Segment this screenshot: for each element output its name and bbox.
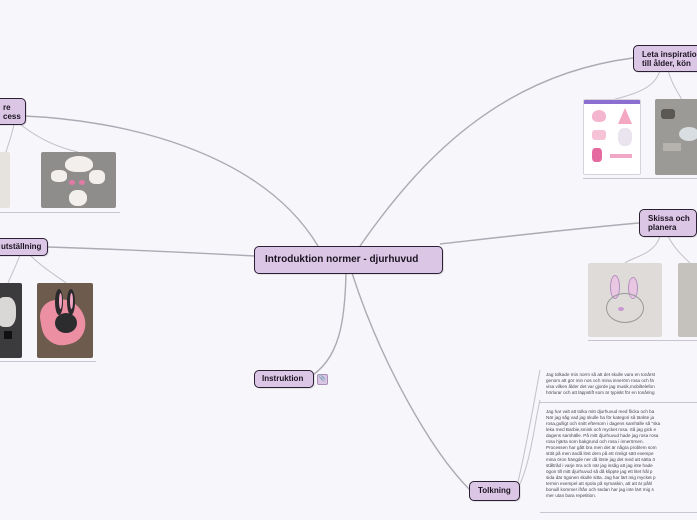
branch-inspiration[interactable]: Leta inspiratio till ålder, kön	[633, 45, 697, 72]
branch-inspiration-label-2: till ålder, kön	[642, 59, 691, 68]
attachment-icon[interactable]: 📎	[317, 374, 328, 385]
exhibition-bunny-head-image[interactable]	[37, 283, 93, 358]
branch-process-label-2: cess	[3, 112, 21, 121]
central-topic[interactable]: Introduktion normer - djurhuvud	[254, 246, 443, 274]
branch-instruction[interactable]: Instruktion	[254, 370, 314, 388]
sketch-drawing-image[interactable]	[588, 263, 662, 337]
interpretation-text-paragraph-1: Jag tolkade min norm så att det skulle v…	[546, 372, 656, 395]
branch-process-label-1: re	[3, 103, 11, 112]
branch-inspiration-label-1: Leta inspiratio	[642, 50, 697, 59]
branch-process[interactable]: re cess	[0, 98, 26, 125]
exhibition-first-image[interactable]	[0, 283, 22, 358]
inspiration-photo-image[interactable]	[655, 99, 697, 175]
sketch-second-image[interactable]	[678, 263, 697, 337]
sketch-thumb-divider	[588, 340, 697, 341]
inspiration-collage-image[interactable]	[583, 99, 641, 175]
branch-interpretation-label: Tolkning	[478, 486, 511, 495]
process-felt-pieces-image[interactable]	[41, 152, 116, 208]
branch-interpretation[interactable]: Tolkning	[469, 481, 520, 501]
branch-sketch-label-1: Skissa och	[648, 214, 690, 223]
branch-exhibition-label: utställning	[1, 242, 42, 251]
interpretation-text-paragraph-2: Jag har valt att tolka mitt djurhuvud me…	[546, 409, 661, 498]
interpretation-text-divider-2	[540, 512, 697, 513]
branch-exhibition[interactable]: utställning	[0, 238, 48, 256]
branch-instruction-label: Instruktion	[262, 374, 304, 383]
process-first-image[interactable]	[0, 152, 10, 208]
process-thumb-divider	[0, 212, 120, 213]
central-topic-label: Introduktion normer - djurhuvud	[265, 254, 419, 265]
branch-sketch-label-2: planera	[648, 223, 677, 232]
exhibition-thumb-divider	[0, 361, 96, 362]
inspiration-thumb-divider	[583, 178, 697, 179]
interpretation-text-divider-1	[540, 402, 697, 403]
branch-sketch[interactable]: Skissa och planera	[639, 209, 697, 237]
